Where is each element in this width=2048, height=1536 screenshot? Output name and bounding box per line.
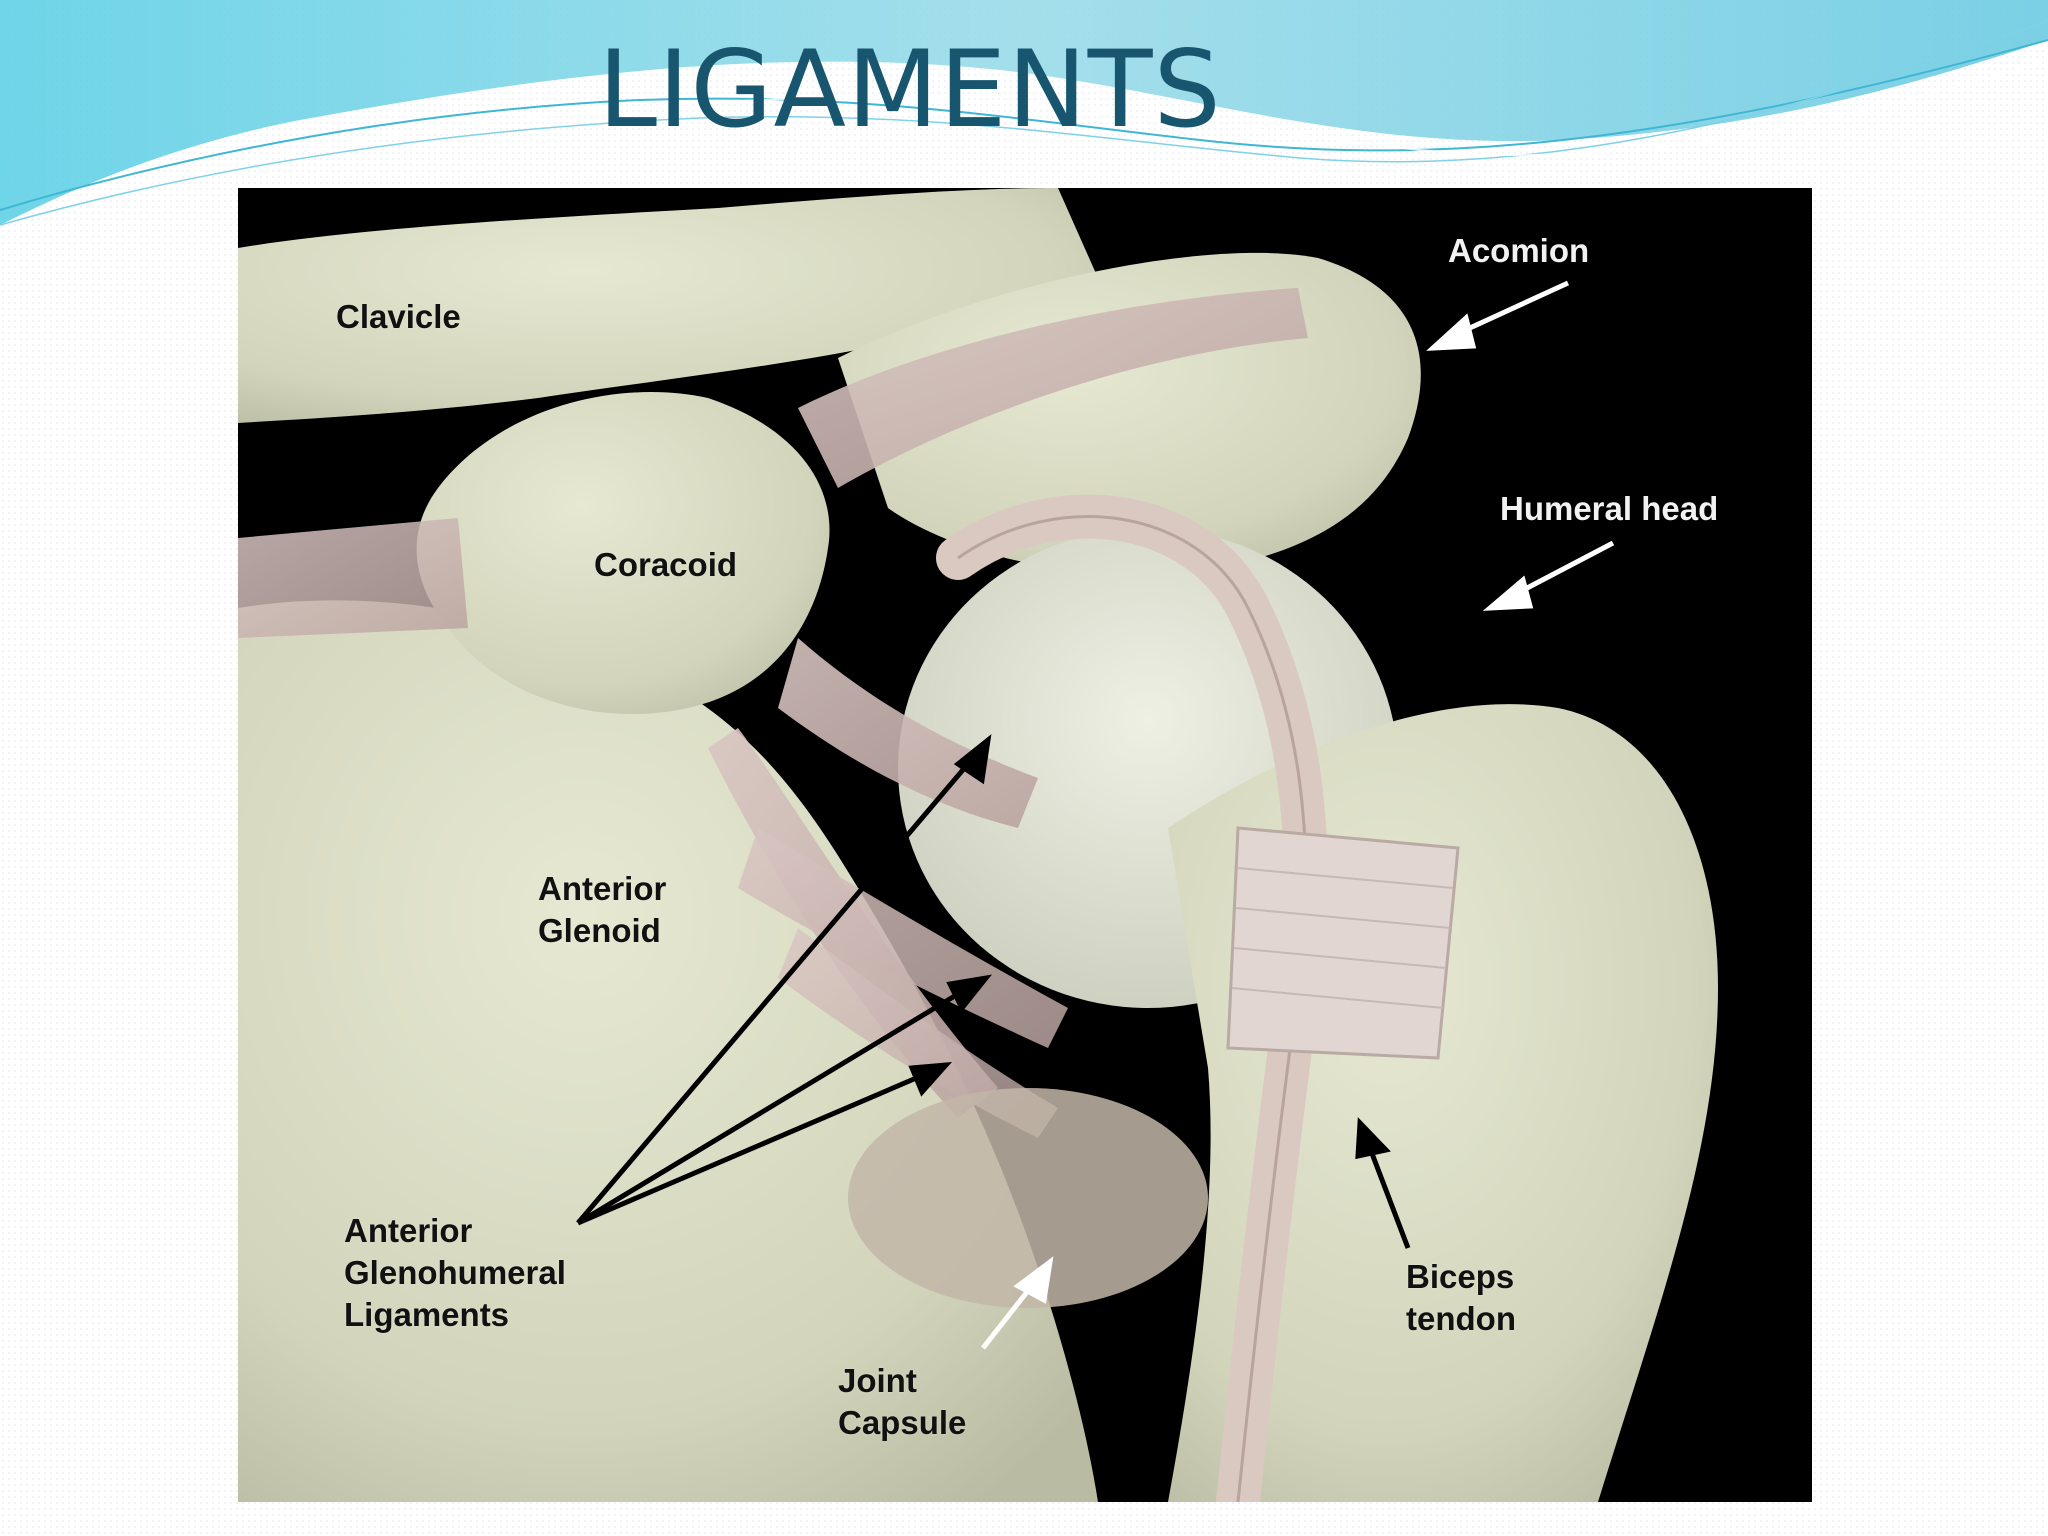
label-line: Capsule bbox=[838, 1404, 967, 1441]
label-line: Joint bbox=[838, 1362, 917, 1399]
label-coracoid: Coracoid bbox=[594, 546, 738, 583]
label-line: Biceps bbox=[1406, 1258, 1515, 1295]
label-humeral-head: Humeral head bbox=[1500, 490, 1719, 527]
header-wave-decoration bbox=[0, 0, 2048, 226]
label-anterior-glenohumeral-ligaments: Anterior Glenohumeral Ligaments bbox=[344, 1210, 566, 1336]
label-line: Ligaments bbox=[344, 1296, 510, 1333]
label-line: Anterior bbox=[538, 870, 667, 907]
label-line: Glenohumeral bbox=[344, 1254, 566, 1291]
label-joint-capsule: Joint Capsule bbox=[838, 1360, 966, 1444]
label-line: Anterior bbox=[344, 1212, 473, 1249]
label-acromion: Acomion bbox=[1448, 232, 1590, 269]
label-biceps-tendon: Biceps tendon bbox=[1406, 1256, 1516, 1340]
shoulder-anatomy-drawing bbox=[238, 188, 1812, 1502]
label-line: tendon bbox=[1406, 1300, 1516, 1337]
label-clavicle: Clavicle bbox=[336, 298, 461, 335]
label-anterior-glenoid: Anterior Glenoid bbox=[538, 868, 666, 952]
shoulder-anatomy-illustration: Clavicle Acomion Coracoid Humeral head A… bbox=[238, 188, 1812, 1502]
label-line: Glenoid bbox=[538, 912, 661, 949]
slide-title: LIGAMENTS bbox=[598, 28, 1222, 151]
